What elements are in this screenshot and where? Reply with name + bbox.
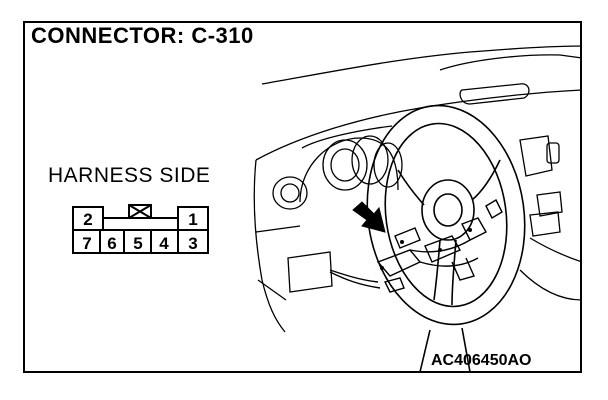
wiring-harness — [329, 199, 503, 293]
connector-location-dots — [380, 228, 472, 270]
pin-4: 4 — [159, 234, 169, 253]
pin-1: 1 — [188, 210, 197, 229]
dashboard-outline — [253, 45, 583, 333]
pin-6: 6 — [107, 234, 116, 253]
pin-2: 2 — [83, 210, 92, 229]
pin-7: 7 — [82, 234, 91, 253]
pin-5: 5 — [133, 234, 142, 253]
harness-side-label: HARNESS SIDE — [48, 164, 211, 187]
connector-face — [72, 204, 209, 254]
pin-3: 3 — [188, 234, 197, 253]
empty-cavity-icon — [128, 204, 152, 219]
steering-wheel — [366, 104, 526, 373]
figure-code: AC406450AO — [431, 352, 532, 369]
pointer-arrow — [352, 201, 386, 233]
diagram-frame — [23, 21, 582, 373]
connector-title: CONNECTOR: C-310 — [31, 23, 254, 48]
